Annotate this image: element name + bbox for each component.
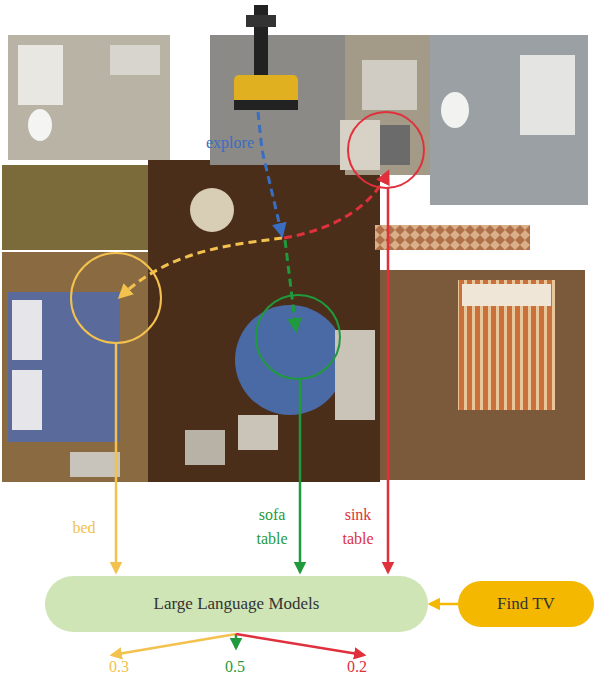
object-label: sink table bbox=[336, 503, 380, 551]
leader-lines bbox=[116, 188, 388, 572]
flow-arrow bbox=[430, 603, 458, 606]
model-box: Large Language Models bbox=[45, 576, 428, 632]
score-label: 0.5 bbox=[215, 655, 255, 678]
output-arrows bbox=[112, 634, 364, 655]
query-box: Find TV bbox=[458, 581, 594, 627]
node-label: Large Language Models bbox=[154, 594, 320, 614]
target-circles bbox=[71, 112, 424, 379]
robot bbox=[234, 5, 298, 110]
rooms bbox=[2, 35, 588, 482]
object-label: bed bbox=[54, 516, 114, 540]
score-label: 0.3 bbox=[99, 655, 139, 678]
object-label: sofa table bbox=[250, 503, 294, 551]
action-label: explore bbox=[190, 131, 270, 155]
node-label: Find TV bbox=[497, 594, 555, 614]
score-label: 0.2 bbox=[337, 655, 377, 678]
